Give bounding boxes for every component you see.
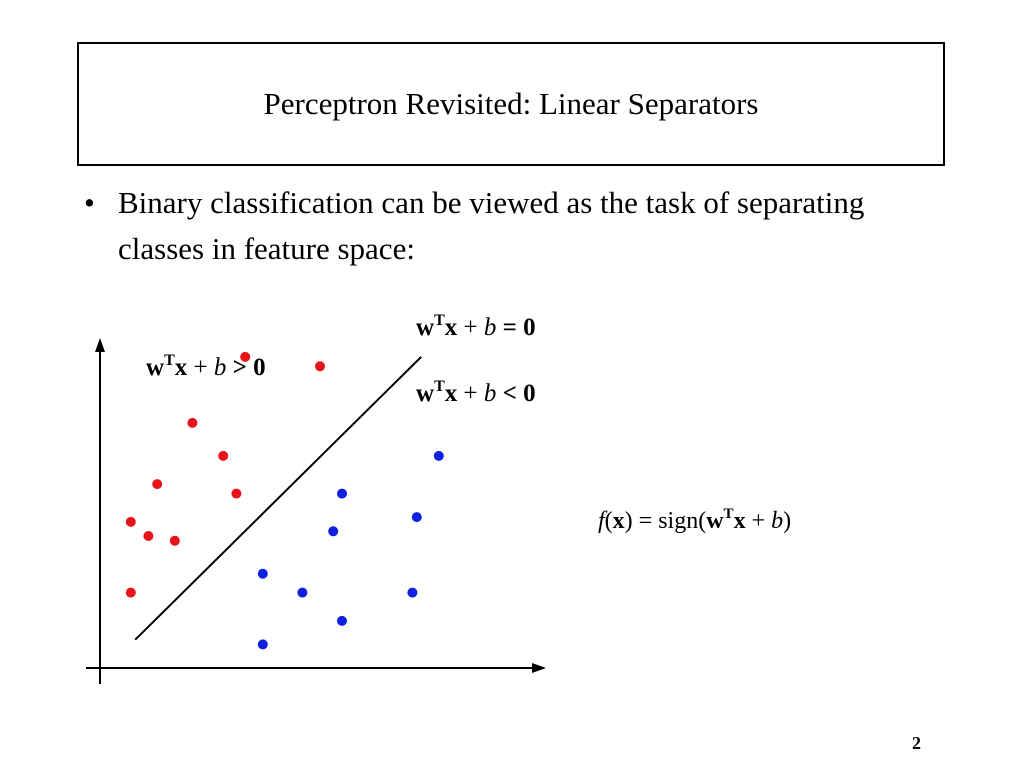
positive-point [231,488,242,499]
positive-point [125,587,136,598]
y-axis-arrow [95,338,105,352]
negative-point [337,488,347,499]
classifier-equation: f(x) = sign(wTx + b) [598,506,792,534]
bullet-text: Binary classification can be viewed as t… [118,185,865,266]
negative-point [411,512,422,523]
positive-point [315,361,325,372]
separator-line [134,356,422,641]
negative-point [328,526,339,537]
data-points [125,351,444,650]
title-box: Perceptron Revisited: Linear Separators [77,42,945,166]
x-axis-arrow [532,663,546,673]
negative-point [257,639,268,650]
positive-point [152,479,163,490]
positive-region-equation: wTx + b > 0 [146,352,266,381]
negative-point [407,587,418,598]
positive-point [240,351,251,362]
negative-point [433,450,444,461]
positive-point [143,531,154,541]
negative-point [337,615,347,626]
negative-point [257,568,268,579]
slide-title: Perceptron Revisited: Linear Separators [263,86,759,121]
positive-point [218,450,229,461]
boundary-equation: wTx + b = 0 [416,312,536,341]
bullet-marker: • [84,185,95,220]
negative-point [297,587,308,598]
page-number: 2 [912,733,921,753]
positive-point [125,516,136,527]
axes [86,338,546,684]
positive-point [169,535,180,546]
positive-point [187,417,198,428]
negative-region-equation: wTx + b < 0 [416,378,536,407]
